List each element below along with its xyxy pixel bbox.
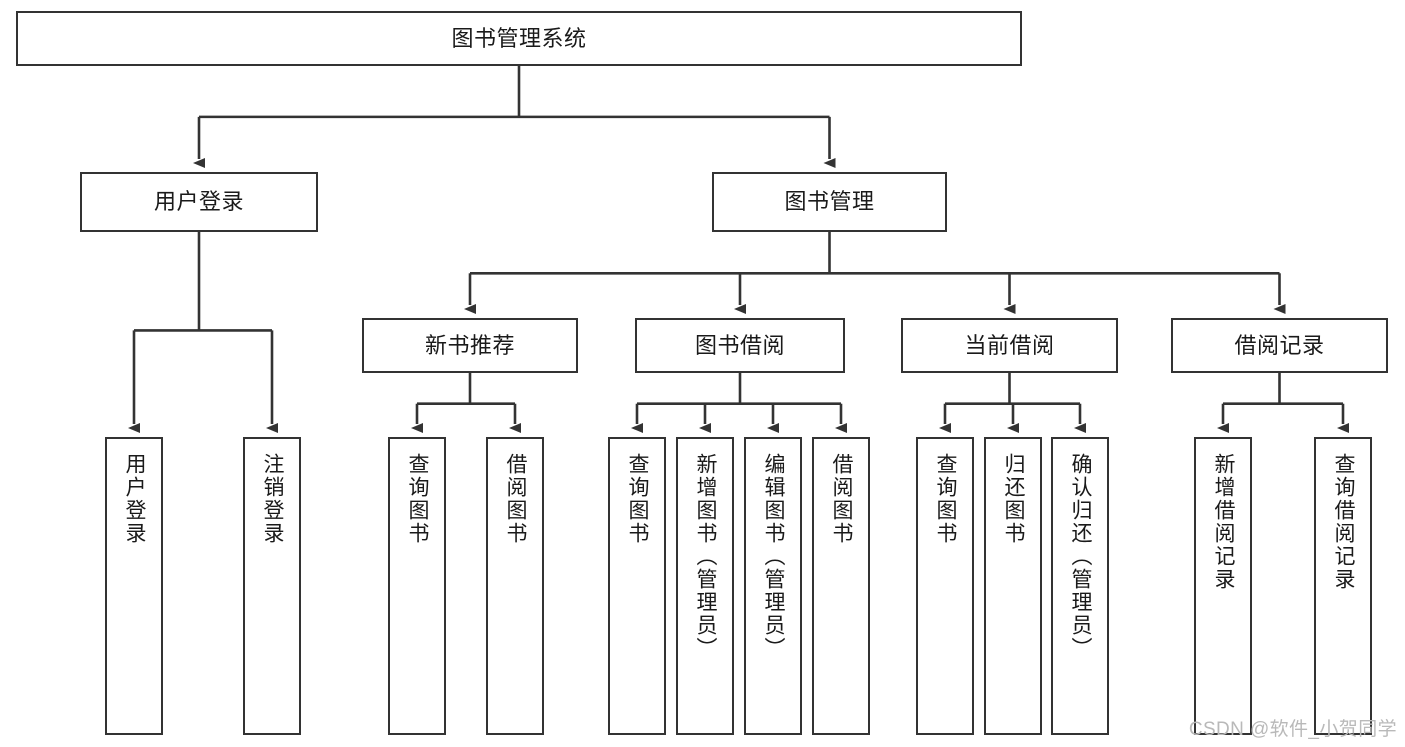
leaf-br-add-record[interactable]: 新增借阅记录 — [1194, 437, 1252, 735]
leaf-bb-edit-book-label: 编辑图书（管理员） — [762, 453, 786, 660]
node-book-management[interactable]: 图书管理 — [712, 172, 947, 232]
leaf-cb-query-book[interactable]: 查询图书 — [916, 437, 974, 735]
leaf-rec-borrow-book[interactable]: 借阅图书 — [486, 437, 544, 735]
node-new-book-recommendation-label: 新书推荐 — [424, 332, 515, 358]
leaf-bb-query-book[interactable]: 查询图书 — [608, 437, 666, 735]
leaf-bb-borrow-book[interactable]: 借阅图书 — [812, 437, 870, 735]
leaf-rec-query-book-label: 查询图书 — [406, 453, 430, 545]
leaf-cb-confirm-return-label: 确认归还（管理员） — [1069, 453, 1093, 660]
node-new-book-recommendation[interactable]: 新书推荐 — [362, 318, 578, 373]
leaf-logout[interactable]: 注销登录 — [243, 437, 301, 735]
leaf-bb-query-book-label: 查询图书 — [626, 453, 650, 545]
leaf-rec-query-book[interactable]: 查询图书 — [388, 437, 446, 735]
node-current-borrow[interactable]: 当前借阅 — [901, 318, 1118, 373]
leaf-br-query-record[interactable]: 查询借阅记录 — [1314, 437, 1372, 735]
node-current-borrow-label: 当前借阅 — [964, 332, 1055, 358]
node-root-label: 图书管理系统 — [451, 25, 587, 51]
node-book-borrow[interactable]: 图书借阅 — [635, 318, 845, 373]
leaf-cb-confirm-return[interactable]: 确认归还（管理员） — [1051, 437, 1109, 735]
leaf-user-login[interactable]: 用户登录 — [105, 437, 163, 735]
leaf-user-login-label: 用户登录 — [123, 453, 147, 545]
leaf-rec-borrow-book-label: 借阅图书 — [504, 453, 528, 545]
node-book-borrow-label: 图书借阅 — [694, 332, 785, 358]
leaf-bb-add-book[interactable]: 新增图书（管理员） — [676, 437, 734, 735]
leaf-cb-return-book-label: 归还图书 — [1002, 453, 1026, 545]
leaf-bb-edit-book[interactable]: 编辑图书（管理员） — [744, 437, 802, 735]
csdn-watermark: CSDN @软件_小贺同学 — [1188, 719, 1397, 740]
leaf-cb-query-book-label: 查询图书 — [934, 453, 958, 545]
node-root[interactable]: 图书管理系统 — [16, 11, 1022, 66]
node-borrow-record-label: 借阅记录 — [1234, 332, 1325, 358]
leaf-br-add-record-label: 新增借阅记录 — [1212, 453, 1236, 591]
leaf-cb-return-book[interactable]: 归还图书 — [984, 437, 1042, 735]
node-borrow-record[interactable]: 借阅记录 — [1171, 318, 1388, 373]
node-book-management-label: 图书管理 — [784, 189, 875, 215]
leaf-br-query-record-label: 查询借阅记录 — [1332, 453, 1356, 591]
leaf-bb-borrow-book-label: 借阅图书 — [830, 453, 854, 545]
node-user-login-label: 用户登录 — [153, 189, 244, 215]
node-user-login[interactable]: 用户登录 — [80, 172, 318, 232]
leaf-bb-add-book-label: 新增图书（管理员） — [694, 453, 718, 660]
leaf-logout-label: 注销登录 — [261, 453, 285, 545]
